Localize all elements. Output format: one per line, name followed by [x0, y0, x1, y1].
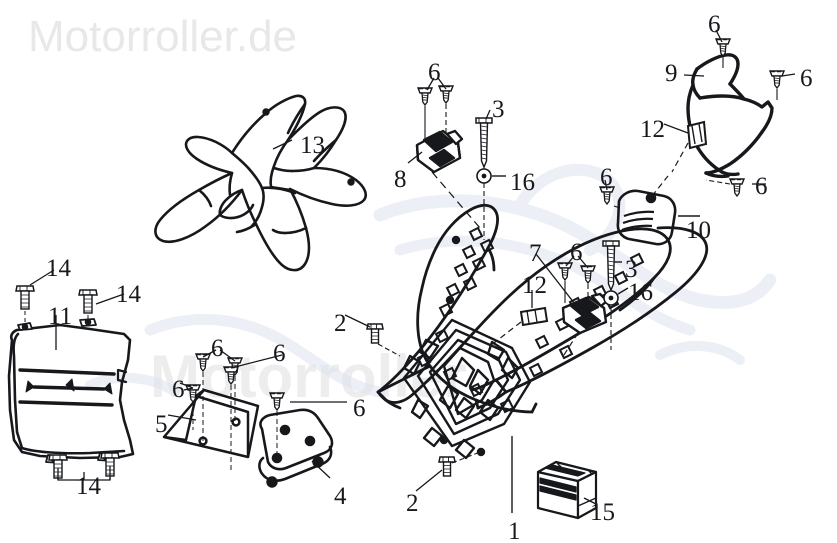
- leader-6-shroud-top: [715, 29, 723, 43]
- callout-9: 9: [665, 60, 678, 87]
- callout-11: 11: [48, 303, 73, 330]
- part-6-screws-plate4: [185, 366, 285, 472]
- part-12-clip-on-shroud: [686, 120, 708, 150]
- callout-1: 1: [508, 518, 521, 543]
- part-2-bolt-upper: [366, 323, 401, 357]
- part-4-cover-plate-right: [258, 408, 334, 488]
- leader-13: [272, 139, 293, 150]
- assembly-line-12-lower: [489, 321, 522, 347]
- part-14-bolts: [15, 285, 120, 479]
- callout-2: 2: [406, 490, 419, 517]
- callout-6: 6: [211, 335, 224, 362]
- part-9-trim-shroud: [686, 53, 774, 179]
- callout-6: 6: [755, 173, 768, 200]
- part-6-screws-bracket7: [557, 262, 596, 303]
- callout-16: 16: [510, 169, 535, 196]
- callout-6: 6: [570, 239, 583, 266]
- assembly-line-7: [561, 332, 579, 359]
- floorboard-battery-tray: [402, 318, 532, 460]
- part-13-footrest-mat: [154, 94, 368, 272]
- leader-6-bracket7-a: [565, 255, 575, 267]
- leader-6-bracket7-b: [577, 255, 589, 269]
- leader-2-upper: [344, 314, 371, 328]
- part-15-battery: [536, 460, 598, 520]
- callout-14: 14: [116, 281, 141, 308]
- part-10-rubber-pad: [616, 189, 677, 246]
- assembly-line-12-shroud: [671, 142, 689, 173]
- callout-12: 12: [640, 116, 665, 143]
- leader-16-lower: [617, 287, 629, 295]
- part-6-screws-plate5: [195, 353, 243, 441]
- part-7-bracket-clamp: [561, 292, 609, 335]
- leader-15: [583, 497, 597, 505]
- part-8-bracket-clamp: [415, 129, 464, 174]
- leader-6-shroud-right: [781, 73, 796, 77]
- callout-6: 6: [428, 59, 441, 86]
- leader-6-bracket8: [426, 77, 435, 91]
- callout-3: 3: [625, 256, 638, 283]
- leader-9: [683, 74, 705, 77]
- assembly-line-10: [651, 175, 669, 197]
- callout-7: 7: [529, 240, 542, 267]
- leader-5: [167, 414, 197, 421]
- callout-3: 3: [492, 96, 505, 123]
- callout-6: 6: [800, 65, 813, 92]
- callout-6: 6: [600, 164, 613, 191]
- callout-2: 2: [334, 310, 347, 337]
- leaders-14: [29, 269, 125, 481]
- callout-16: 16: [628, 279, 653, 306]
- leader-3-upper: [485, 109, 491, 120]
- part-11-side-panel: [7, 318, 135, 464]
- leader-7: [535, 253, 579, 309]
- callout-6: 6: [708, 11, 721, 38]
- callout-6: 6: [353, 395, 366, 422]
- leader-12-shroud: [663, 123, 689, 134]
- part-3-long-screw-upper: [475, 117, 493, 168]
- watermark-top-left: Motorroller.de: [28, 12, 298, 61]
- callout-14: 14: [76, 473, 101, 500]
- callout-6: 6: [273, 340, 286, 367]
- callout-6: 6: [172, 376, 185, 403]
- leaders-6-plate4: [179, 354, 347, 403]
- part-12-clip-lower: [519, 306, 549, 327]
- callout-4: 4: [334, 483, 347, 510]
- callout-15: 15: [590, 499, 615, 526]
- leaders-6-plate5: [202, 349, 236, 362]
- part-16-washer-upper: [476, 168, 492, 184]
- leader-6-bracket8-b: [437, 77, 447, 90]
- part-6-screws-bracket8: [417, 85, 454, 140]
- callout-13: 13: [300, 132, 325, 159]
- part-16-washer-lower: [603, 290, 619, 306]
- leader-4: [311, 460, 331, 479]
- part-5-cover-plate-left: [162, 388, 260, 459]
- leader-2-lower: [415, 469, 443, 492]
- callout-8: 8: [394, 166, 407, 193]
- part-6-screws-shroud: [705, 38, 785, 197]
- callout-14: 14: [46, 255, 71, 282]
- callout-5: 5: [155, 411, 168, 438]
- part-6-screw-pad10: [599, 186, 621, 209]
- part-2-bolt-lower: [438, 451, 481, 477]
- leader-6-pad10: [604, 179, 608, 191]
- callout-10: 10: [686, 217, 711, 244]
- leader-8: [407, 151, 423, 164]
- callout-12: 12: [522, 272, 547, 299]
